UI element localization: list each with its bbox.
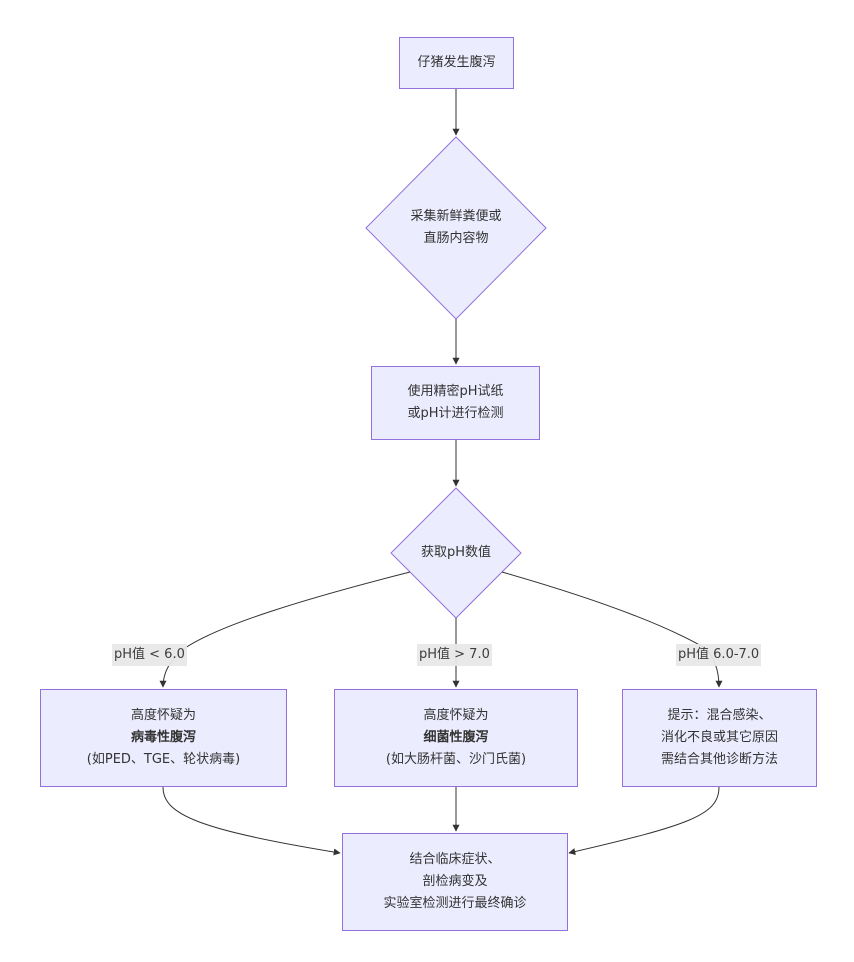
edge-viral-to-final <box>162 786 341 856</box>
node-measure-line-1: 使用精密pH试纸 <box>407 384 504 399</box>
node-other-line-1: 提示：混合感染、 <box>667 708 772 723</box>
node-other-line-3: 需结合其他诊断方法 <box>660 752 778 767</box>
edge-read-to-other <box>501 571 723 688</box>
node-bacterial-line-2: 细菌性腹泻 <box>423 730 489 745</box>
node-read-text: 获取pH数值 <box>420 545 492 560</box>
node-final-line-3: 实验室检测进行最终确诊 <box>383 896 527 911</box>
node-collect-line-2: 直肠内容物 <box>423 231 489 246</box>
edge-label-lt6: pH值 < 6.0 <box>112 644 187 666</box>
node-collect: 采集新鲜粪便或 直肠内容物 <box>366 200 546 256</box>
node-viral: 高度怀疑为 病毒性腹泻 (如PED、TGE、轮状病毒) <box>40 689 287 787</box>
edge-label-gt7: pH值 > 7.0 <box>417 644 492 666</box>
node-final-line-2: 剖检病变及 <box>422 874 488 889</box>
node-other-line-2: 消化不良或其它原因 <box>660 730 778 745</box>
node-final-line-1: 结合临床症状、 <box>409 852 501 867</box>
node-viral-line-3: (如PED、TGE、轮状病毒) <box>86 752 241 767</box>
node-read: 获取pH数值 <box>391 541 521 565</box>
node-viral-line-1: 高度怀疑为 <box>130 708 196 723</box>
node-bacterial-line-3: (如大肠杆菌、沙门氏菌) <box>385 752 527 767</box>
node-other: 提示：混合感染、 消化不良或其它原因 需结合其他诊断方法 <box>622 689 817 787</box>
edge-other-to-final <box>568 786 720 855</box>
edge-label-mid: pH值 6.0-7.0 <box>676 644 762 666</box>
node-bacterial-line-1: 高度怀疑为 <box>423 708 489 723</box>
node-start-text: 仔猪发生腹泻 <box>417 55 496 70</box>
node-measure-line-2: 或pH计进行检测 <box>407 406 504 421</box>
node-collect-line-1: 采集新鲜粪便或 <box>410 209 502 224</box>
node-start: 仔猪发生腹泻 <box>399 37 514 89</box>
node-measure: 使用精密pH试纸 或pH计进行检测 <box>371 366 540 440</box>
node-final: 结合临床症状、 剖检病变及 实验室检测进行最终确诊 <box>342 833 568 931</box>
edge-read-to-viral <box>159 571 411 688</box>
node-viral-line-2: 病毒性腹泻 <box>130 730 196 745</box>
node-bacterial: 高度怀疑为 细菌性腹泻 (如大肠杆菌、沙门氏菌) <box>334 689 578 787</box>
